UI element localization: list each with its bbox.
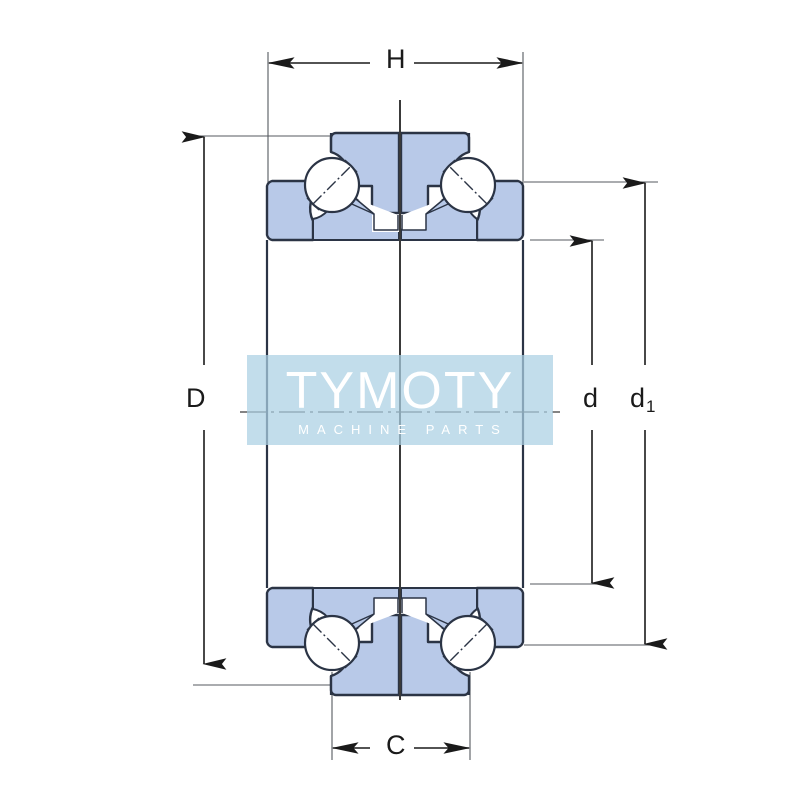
ball-left-top-centerline <box>312 165 352 205</box>
ball-right-top-tick-b <box>442 159 456 173</box>
ball-group-top <box>303 156 497 214</box>
dimension-label-D: D <box>186 383 206 413</box>
dimension-label-d1-subscript: 1 <box>646 397 656 416</box>
ball-right-bottom-tick-a <box>480 617 494 631</box>
ball-right-bottom-tick-b <box>442 655 456 669</box>
dimension-lines <box>181 57 668 754</box>
cavity-left-bottom-outline <box>355 597 399 630</box>
dimension-label-d1-base: d <box>630 383 646 413</box>
ball-left-top-tick-b <box>344 159 358 173</box>
dimension-label-d: d <box>583 383 599 413</box>
ball-group-bottom <box>303 614 497 672</box>
inner-ring-left-top <box>329 131 401 215</box>
ball-left-top-tick-a <box>306 197 320 211</box>
ball-left-bottom-tick-a <box>306 617 320 631</box>
dimension-label-d1: d1 <box>630 383 656 416</box>
bearing-bottom-half <box>265 586 525 697</box>
ball-right-top-centerline <box>448 165 488 205</box>
ball-right-bottom-centerline <box>448 623 488 663</box>
dimension-label-C: C <box>386 730 406 760</box>
ball-left-bottom-tick-b <box>344 655 358 669</box>
cavity-right-top-outline <box>401 198 445 231</box>
cavity-right-bottom-outline <box>401 597 445 630</box>
inner-ring-right-bottom <box>399 613 471 697</box>
inner-ring-left-bottom <box>329 613 401 697</box>
dimension-label-H: H <box>386 44 406 74</box>
inner-ring-right-top <box>399 131 471 215</box>
bearing-top-half <box>265 131 525 242</box>
ball-right-top-tick-a <box>480 197 494 211</box>
ball-left-bottom-centerline <box>312 623 352 663</box>
cavity-left-top-outline <box>355 198 399 231</box>
